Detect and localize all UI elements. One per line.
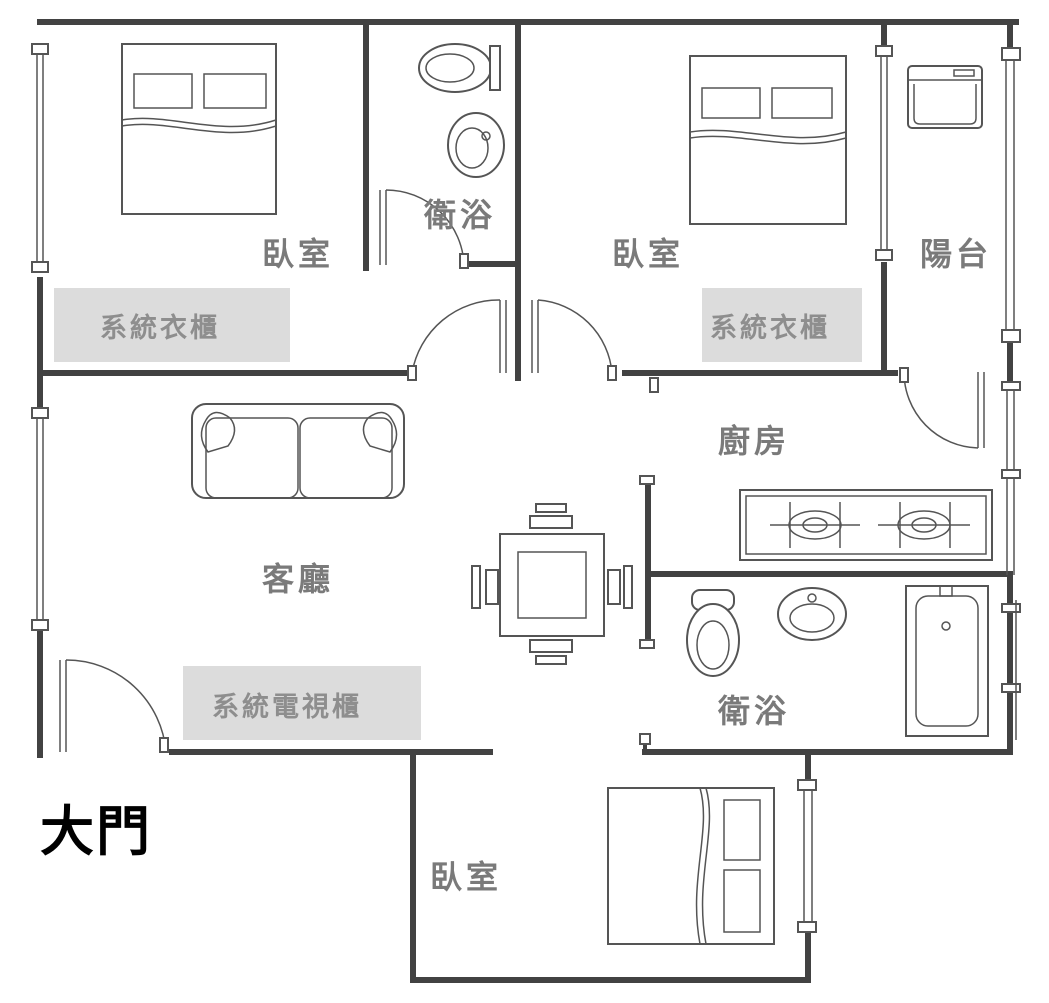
toilet-right (686, 589, 740, 677)
label-bedroom-top-right: 臥室 (612, 235, 684, 273)
laundry-sink (907, 65, 983, 129)
label-tv-cabinet: 系統電視櫃 (212, 691, 362, 723)
tv-cabinet-box (183, 666, 421, 740)
sink-top (447, 112, 505, 178)
label-balcony: 陽台 (920, 235, 992, 273)
label-entrance: 大門 (40, 800, 152, 863)
bathtub (905, 585, 989, 737)
wardrobe-right-box (702, 288, 862, 362)
walls (37, 19, 1019, 983)
label-wardrobe-left: 系統衣櫃 (100, 312, 220, 344)
wardrobe-left-box (54, 288, 290, 362)
sink-right (777, 587, 847, 641)
toilet-top (418, 43, 501, 93)
windows (31, 43, 1021, 933)
sofa (191, 403, 405, 499)
label-wardrobe-right: 系統衣櫃 (710, 312, 830, 344)
label-bath-top: 衛浴 (423, 196, 496, 234)
stove-counter (739, 489, 993, 561)
bed-top-right (689, 55, 847, 225)
bed-top-left (121, 43, 277, 215)
label-bedroom-top-left: 臥室 (262, 235, 334, 273)
label-kitchen: 廚房 (718, 422, 790, 460)
bed-bottom (607, 787, 775, 945)
doors (59, 189, 985, 753)
label-living-room: 客廳 (262, 560, 334, 598)
label-bath-right: 衛浴 (717, 692, 790, 730)
label-bedroom-bottom: 臥室 (430, 858, 502, 896)
dining-table (471, 503, 633, 665)
